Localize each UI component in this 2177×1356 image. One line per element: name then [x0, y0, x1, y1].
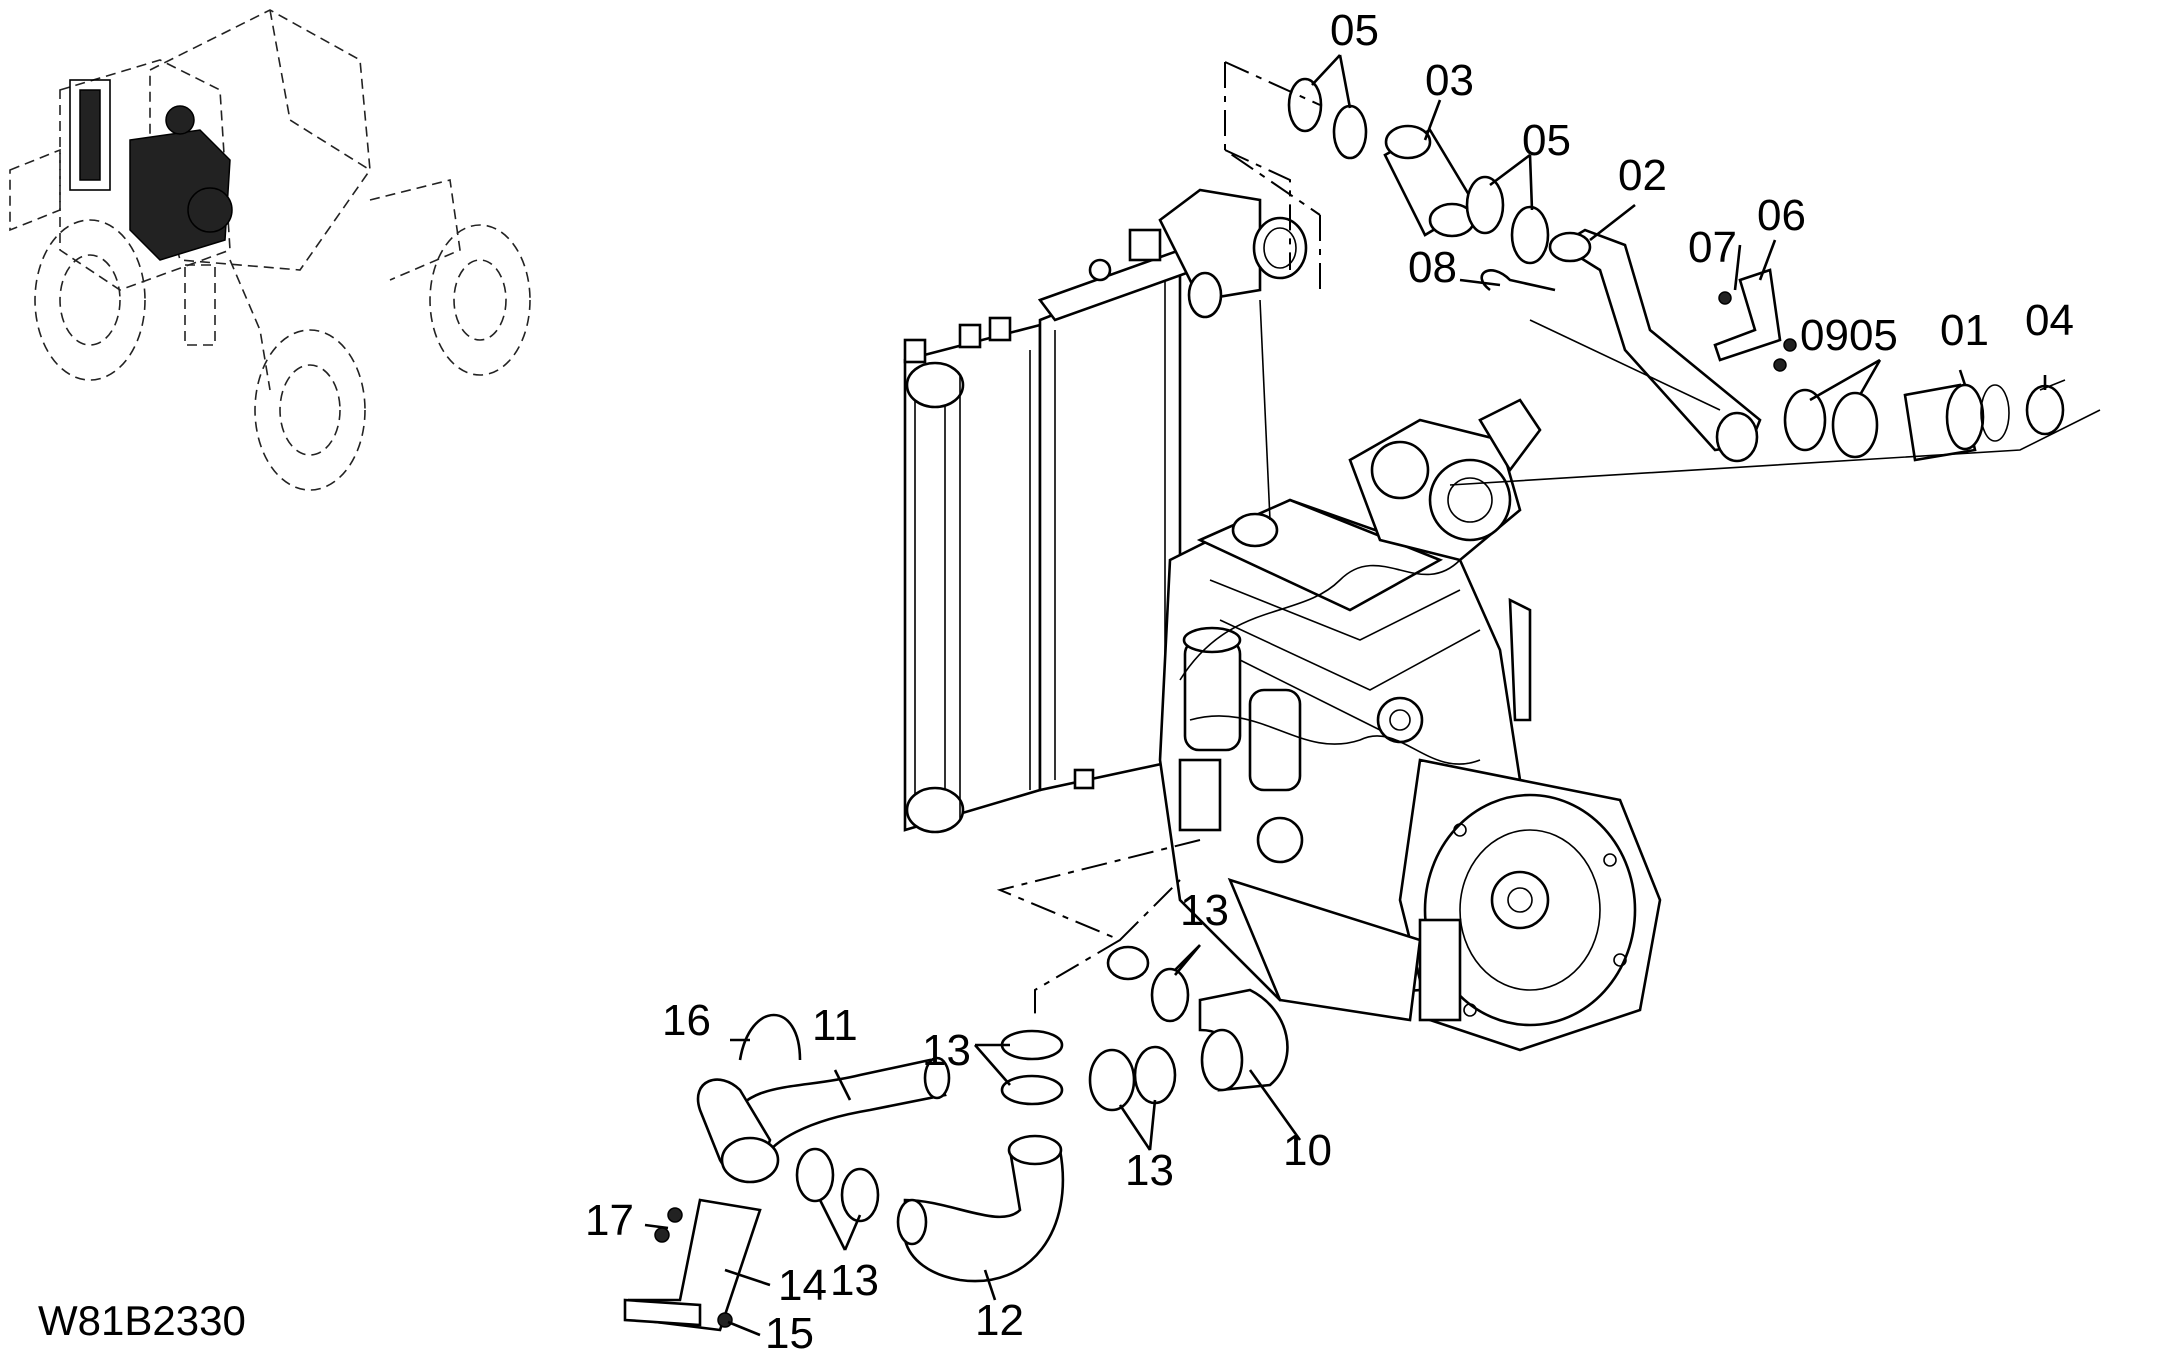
clamp-13-h — [840, 1167, 880, 1223]
machine-overview-thumbnail — [9, 9, 531, 491]
callout-01: 01 — [1940, 306, 1989, 355]
clamp-05-upper-a — [1287, 77, 1323, 133]
clamp-05-upper-b — [1332, 104, 1368, 160]
clamp-13-e — [1000, 1029, 1064, 1061]
callout-06: 06 — [1757, 191, 1806, 240]
callout-07: 07 — [1688, 223, 1737, 272]
elbow-12 — [903, 1148, 1065, 1283]
callout-12: 12 — [975, 1296, 1024, 1345]
bolt-07 — [1718, 291, 1732, 305]
u-bolt-16 — [738, 1013, 802, 1061]
u-bolt-08 — [1480, 269, 1556, 292]
callout-16: 16 — [662, 996, 711, 1045]
callout-13-right: 13 — [1125, 1146, 1174, 1195]
drawing-code: W81B2330 — [38, 1297, 246, 1344]
clamp-13-f — [1000, 1074, 1064, 1106]
callout-13-left: 13 — [922, 1026, 971, 1075]
clamp-09 — [1783, 388, 1827, 452]
callout-0905: 0905 — [1800, 311, 1898, 360]
bolt-15 — [717, 1312, 733, 1328]
callout-11: 11 — [812, 1001, 858, 1050]
clamp-13-b — [1150, 967, 1190, 1023]
clamp-13-c — [1088, 1048, 1136, 1112]
clamp-13-g — [795, 1147, 835, 1203]
radiator-intercooler-assembly — [903, 188, 1308, 834]
clamp-05-mid-b — [1510, 205, 1550, 265]
lower-charge-air-pipe-group — [623, 945, 1289, 1332]
callout-10: 10 — [1283, 1126, 1332, 1175]
callout-08: 08 — [1408, 243, 1457, 292]
clamp-05-mid-a — [1465, 175, 1505, 235]
bracket-06 — [1713, 268, 1782, 362]
callout-03: 03 — [1425, 56, 1474, 105]
callout-05-mid: 05 — [1522, 116, 1571, 165]
clamp-13-a — [1106, 945, 1150, 981]
upper-charge-air-pipe-group — [1287, 77, 2066, 463]
callout-17: 17 — [585, 1196, 634, 1245]
callout-13-upper: 13 — [1180, 886, 1229, 935]
bolt-17-a — [667, 1207, 683, 1223]
leader-lines — [644, 54, 2047, 1337]
clamp-05-right — [1831, 391, 1879, 459]
bolt-17-b — [654, 1227, 670, 1243]
clamp-13-d — [1133, 1045, 1177, 1105]
callout-15: 15 — [765, 1309, 814, 1351]
engine-assembly — [1158, 398, 1662, 1052]
callout-02: 02 — [1618, 151, 1667, 200]
callout-13-bottom: 13 — [830, 1256, 879, 1305]
callout-04: 04 — [2025, 296, 2074, 345]
callout-labels: 05 03 05 02 06 07 08 0905 01 04 13 16 11… — [38, 6, 2074, 1356]
callout-05-top: 05 — [1330, 6, 1379, 55]
clamp-04 — [2025, 384, 2065, 436]
callout-14: 14 — [778, 1261, 827, 1310]
